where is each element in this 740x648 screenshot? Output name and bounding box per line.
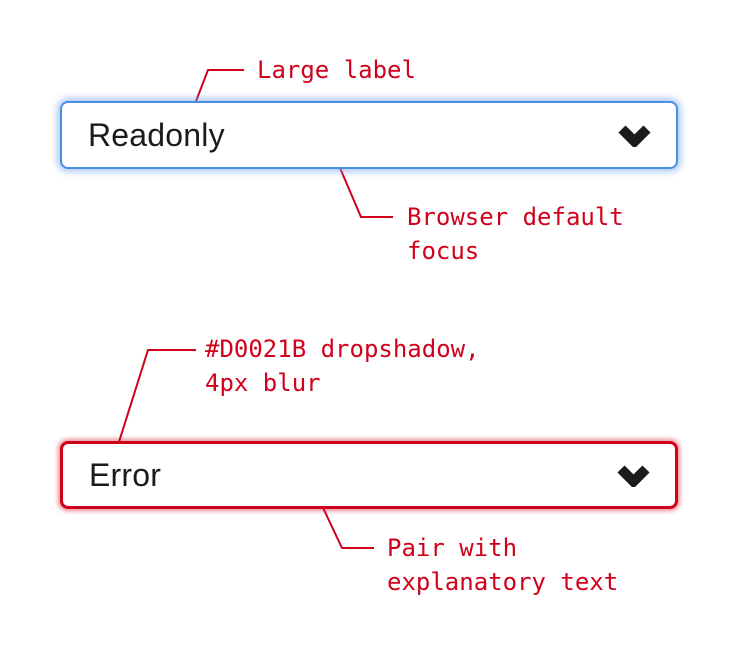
annotation-text: Browser default xyxy=(407,203,624,231)
select-error-value: Error xyxy=(89,456,162,493)
annotation-text: focus xyxy=(407,237,480,265)
annotation-error-dropshadow: #D0021B dropshadow, 4px blur xyxy=(205,332,480,400)
select-error[interactable]: Error xyxy=(60,441,678,509)
chevron-down-icon xyxy=(616,463,651,487)
annotation-text: Large label xyxy=(257,56,416,84)
annotation-pair-explanatory-text: Pair with explanatory text xyxy=(387,531,618,599)
chevron-down-icon xyxy=(617,123,652,147)
annotation-text: #D0021B dropshadow, xyxy=(205,335,480,363)
annotation-large-label: Large label xyxy=(257,53,416,87)
annotation-browser-default-focus: Browser default focus xyxy=(407,200,624,268)
select-readonly[interactable]: Readonly xyxy=(60,101,678,169)
select-readonly-value: Readonly xyxy=(88,116,225,153)
annotation-text: explanatory text xyxy=(387,568,619,596)
leader-line-dropshadow xyxy=(117,349,196,446)
annotation-text: Pair with xyxy=(387,534,518,562)
annotation-text: 4px blur xyxy=(205,369,321,397)
leader-line-browser-focus xyxy=(336,160,393,218)
